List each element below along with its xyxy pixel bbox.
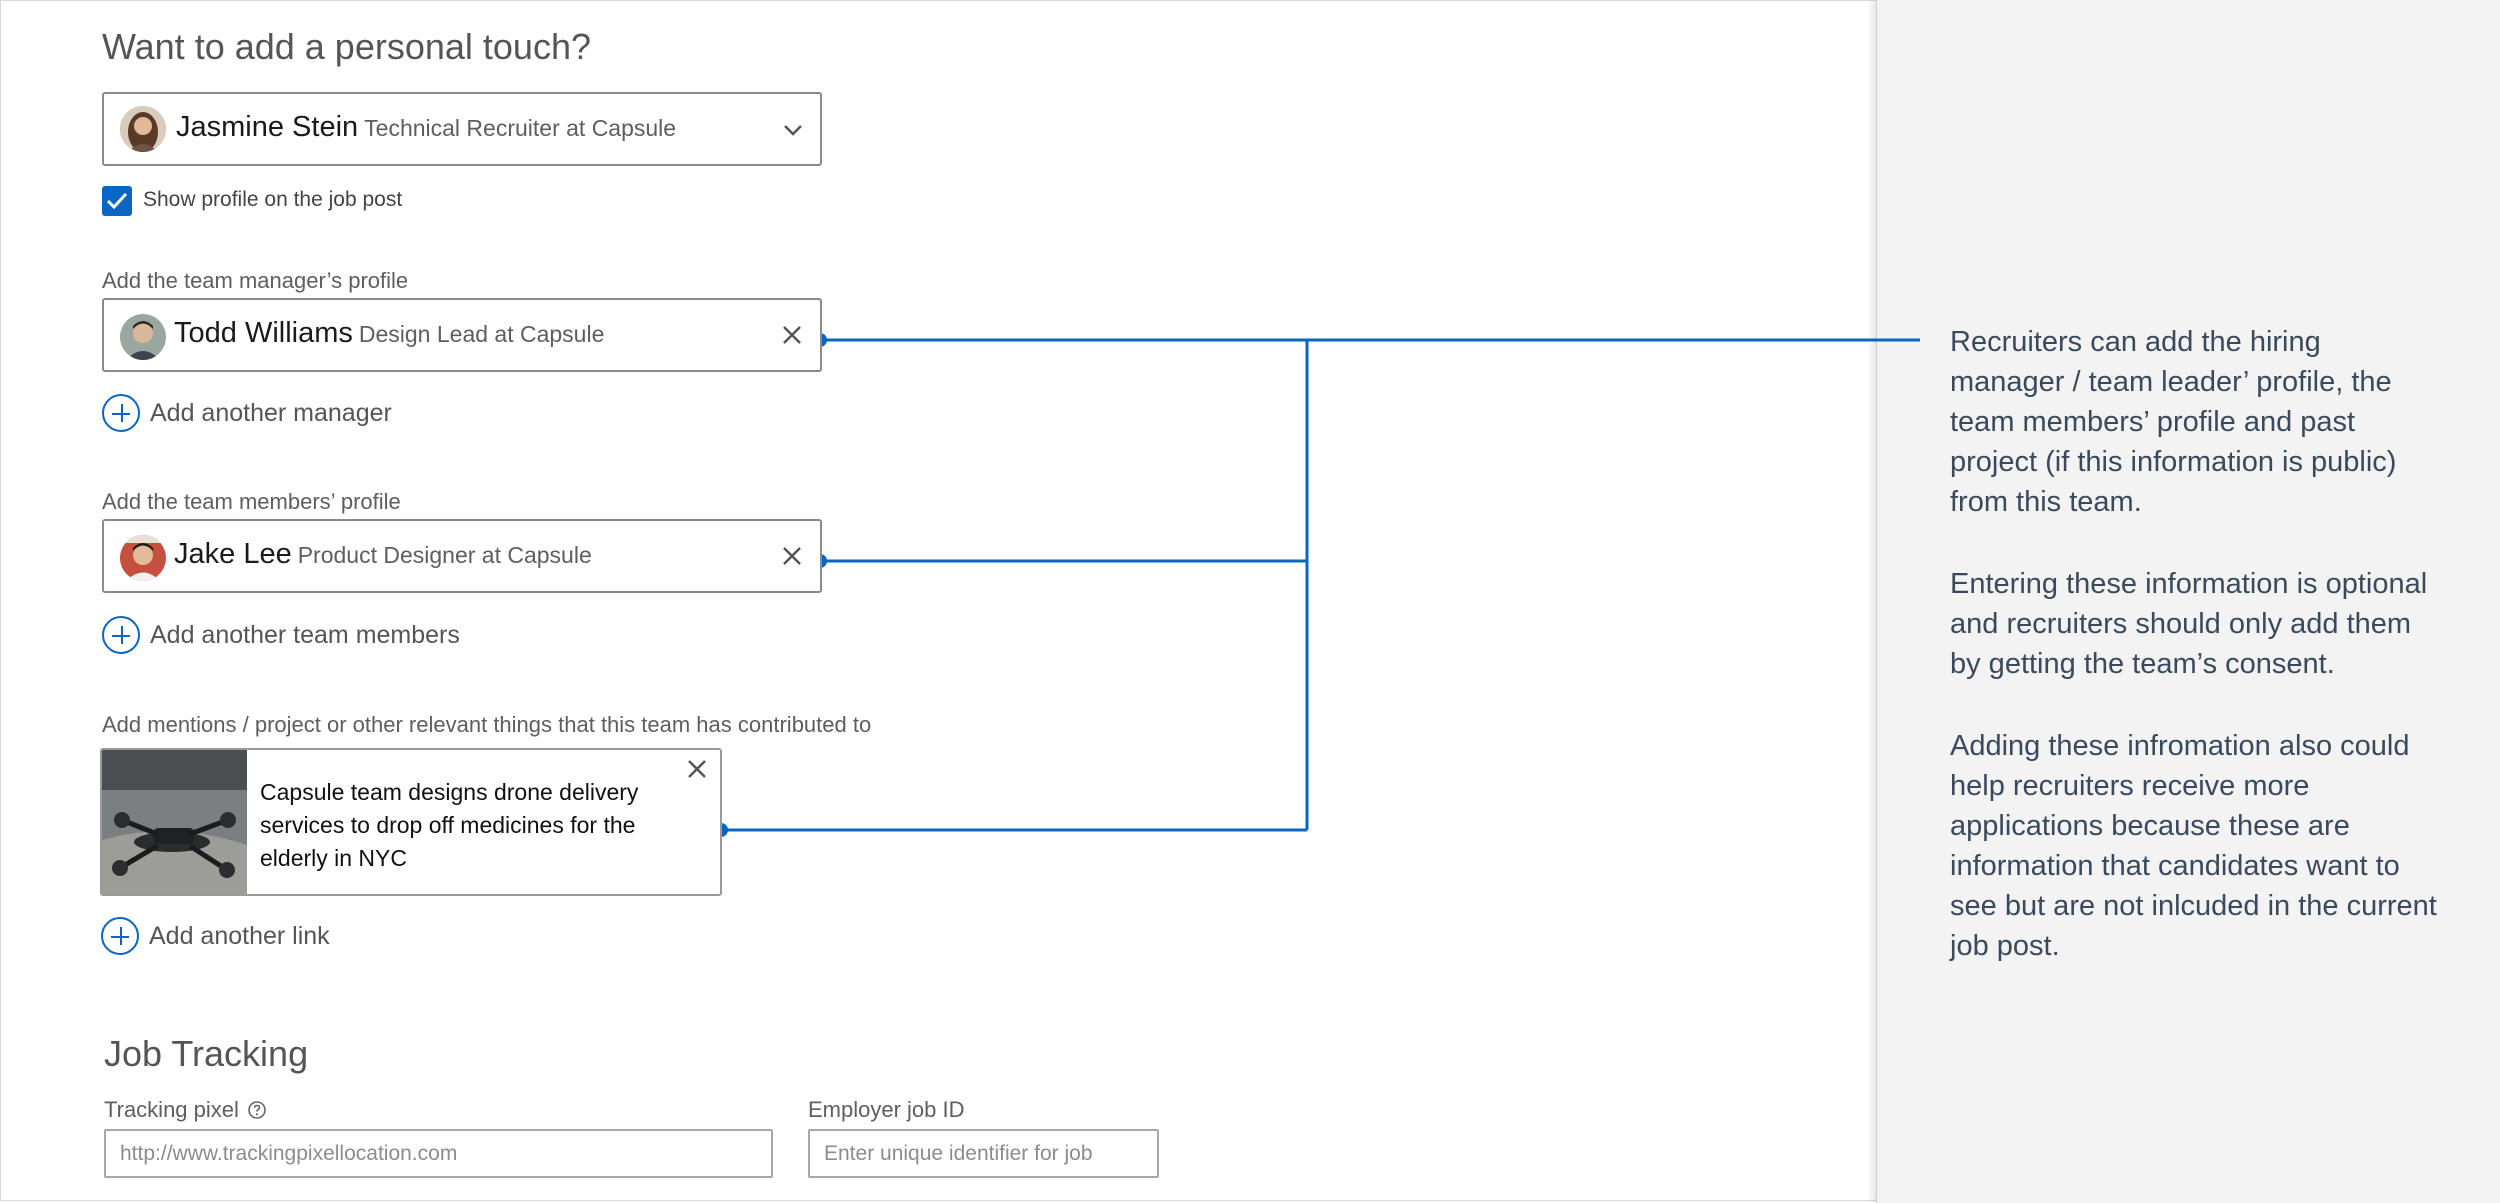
annotation-line: by getting the team’s consent.	[1950, 648, 2335, 680]
manager-section-label: Add the team manager’s profile	[102, 268, 409, 293]
annotation-line: Entering these information is optional	[1950, 568, 2428, 600]
add-member-label: Add another team members	[150, 620, 460, 649]
annotation-panel	[1876, 0, 2500, 1203]
add-link-label: Add another link	[149, 921, 330, 950]
avatar	[120, 314, 166, 360]
avatar	[120, 106, 166, 152]
avatar	[120, 535, 166, 581]
employer-job-id-label: Employer job ID	[808, 1097, 965, 1122]
add-link-button[interactable]: Add another link	[101, 917, 330, 955]
tracking-pixel-label: Tracking pixel	[104, 1097, 239, 1122]
add-member-button[interactable]: Add another team members	[102, 616, 460, 654]
annotation-line: Adding these infromation also could	[1950, 730, 2410, 762]
question-icon[interactable]	[247, 1100, 267, 1120]
annotation-line: and recruiters should only add them	[1950, 608, 2412, 640]
profile-role: Design Lead at Capsule	[358, 321, 605, 347]
plus-circle-icon	[101, 917, 139, 955]
mention-text-line: services to drop off medicines for the	[260, 812, 636, 838]
close-icon[interactable]	[682, 754, 712, 784]
add-manager-button[interactable]: Add another manager	[102, 394, 392, 432]
show-profile-checkbox[interactable]	[102, 186, 132, 216]
chevron-down-icon[interactable]	[782, 120, 804, 140]
profile-name: Jasmine Stein	[176, 111, 359, 143]
annotation-line: information that candidates want to	[1950, 850, 2400, 882]
mentions-section-label: Add mentions / project or other relevant…	[102, 712, 872, 737]
annotation-paragraph-2: Entering these information is optional a…	[1950, 564, 2480, 684]
profile-name: Jake Lee	[174, 538, 292, 570]
annotation-line: applications because these are	[1950, 810, 2350, 842]
tracking-pixel-input[interactable]	[104, 1129, 773, 1178]
mention-text-line: Capsule team designs drone delivery	[260, 779, 639, 805]
show-profile-label: Show profile on the job post	[143, 188, 403, 211]
annotation-paragraph-3: Adding these infromation also could help…	[1950, 726, 2480, 966]
plus-circle-icon	[102, 616, 140, 654]
profile-name: Todd Williams	[174, 317, 353, 349]
annotation-paragraph-1: Recruiters can add the hiring manager / …	[1950, 322, 2480, 522]
plus-circle-icon	[102, 394, 140, 432]
drone-thumbnail	[102, 750, 247, 894]
annotation-line: help recruiters receive more	[1950, 770, 2310, 802]
close-icon[interactable]	[777, 541, 807, 571]
mention-text-line: elderly in NYC	[260, 845, 407, 871]
add-manager-label: Add another manager	[150, 398, 392, 427]
checkmark-icon	[106, 192, 128, 210]
annotation-line: manager / team leader’ profile, the	[1950, 366, 2392, 398]
job-tracking-title: Job Tracking	[104, 1033, 309, 1074]
annotation-line: team members’ profile and past	[1950, 406, 2356, 438]
profile-role: Product Designer at Capsule	[297, 542, 592, 568]
annotation-line: Recruiters can add the hiring	[1950, 326, 2321, 358]
employer-job-id-input[interactable]	[808, 1129, 1159, 1178]
mention-card[interactable]: Capsule team designs drone delivery serv…	[100, 748, 722, 896]
profile-role: Technical Recruiter at Capsule	[364, 115, 677, 141]
members-section-label: Add the team members’ profile	[102, 489, 401, 514]
personal-touch-title: Want to add a personal touch?	[102, 26, 591, 67]
close-icon[interactable]	[777, 320, 807, 350]
annotation-line: from this team.	[1950, 486, 2142, 518]
annotation-line: see but are not inlcuded in the current	[1950, 890, 2437, 922]
annotation-line: job post.	[1950, 930, 2060, 962]
annotation-line: project (if this information is public)	[1950, 446, 2397, 478]
